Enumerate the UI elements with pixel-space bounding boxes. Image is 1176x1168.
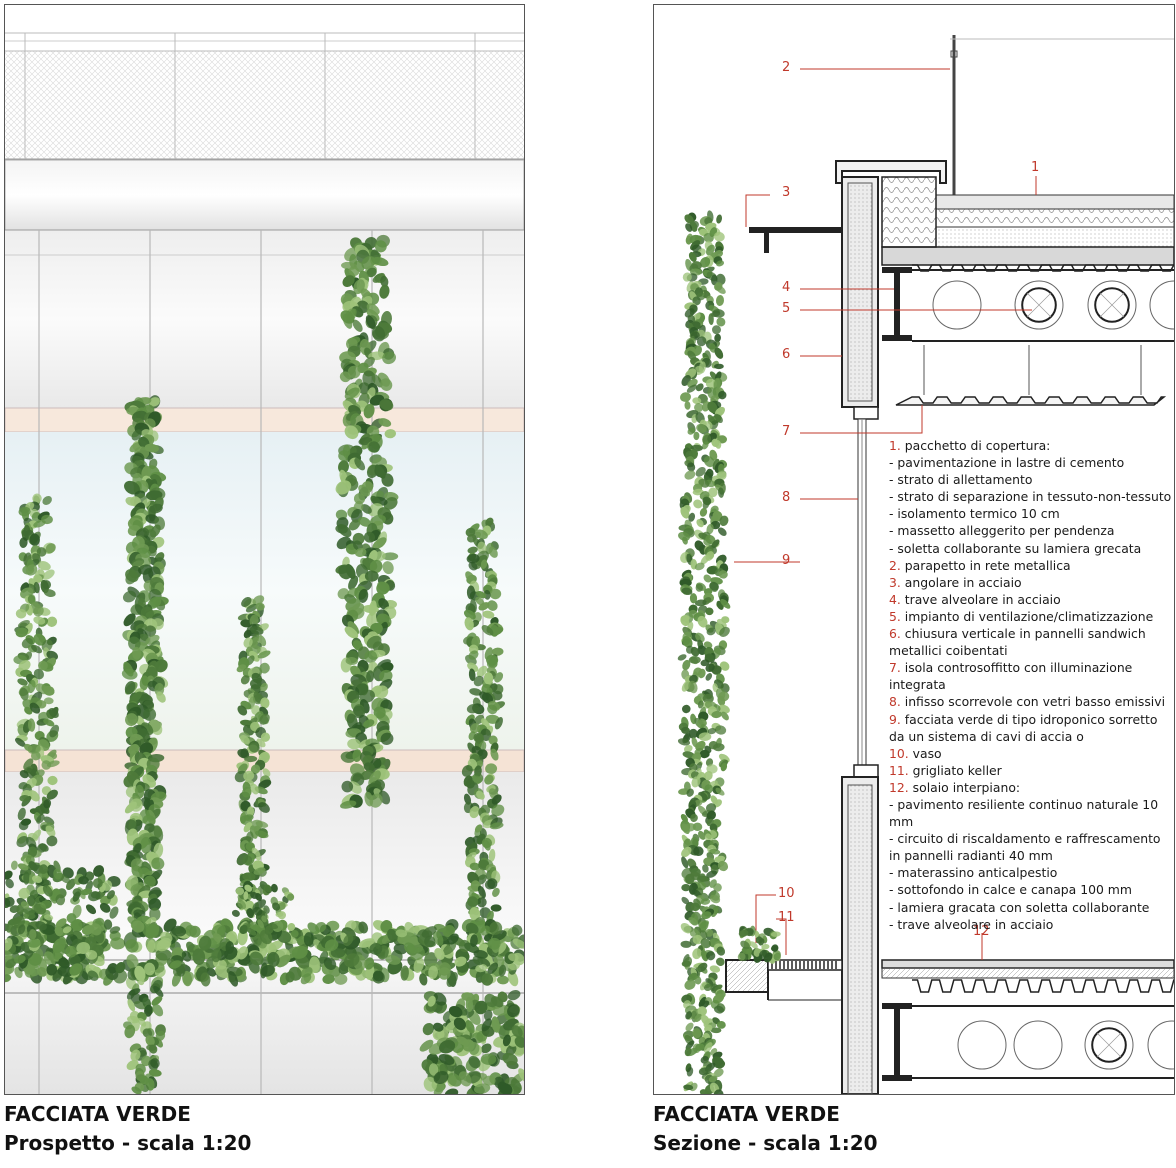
legend-item-number: 2.	[889, 557, 905, 573]
section-caption: FACCIATA VERDE Sezione - scala 1:20	[653, 1100, 878, 1158]
legend-item-text: impianto di ventilazione/climatizzazione	[904, 608, 1154, 624]
legend-item: 12. solaio interpiano:	[889, 779, 1173, 796]
legend-item-text: trave alveolare in acciaio	[904, 591, 1061, 607]
legend-item-text: parapetto in rete metallica	[904, 557, 1071, 573]
legend-item-number: 9.	[889, 711, 905, 727]
callout-12: 12	[973, 924, 990, 939]
callout-4: 4	[782, 280, 791, 295]
legend-item: - sottofondo in calce e canapa 100 mm	[889, 881, 1173, 898]
legend-item-number: 1.	[889, 438, 905, 453]
elevation-subtitle: Prospetto - scala 1:20	[4, 1131, 252, 1155]
legend-item-text: - soletta collaborante su lamiera grecat…	[889, 540, 1142, 556]
legend-item: 1. pacchetto di copertura:	[889, 437, 1173, 454]
callout-1: 1	[1031, 160, 1040, 175]
legend-item-number: 4.	[889, 591, 905, 607]
legend-item: - lamiera gracata con soletta collaboran…	[889, 899, 1173, 916]
callout-8: 8	[782, 490, 791, 505]
legend-item: 2. parapetto in rete metallica	[889, 557, 1173, 574]
legend-item: - soletta collaborante su lamiera grecat…	[889, 540, 1173, 557]
legend-item: - pavimento resiliente continuo naturale…	[889, 796, 1173, 830]
section-subtitle: Sezione - scala 1:20	[653, 1131, 878, 1155]
section-climbing-plant	[677, 210, 781, 1094]
callout-5: 5	[782, 301, 791, 316]
elevation-caption: FACCIATA VERDE Prospetto - scala 1:20	[4, 1100, 251, 1158]
legend-item-number: 11.	[889, 762, 913, 778]
elevation-svg	[5, 5, 524, 1094]
legend-item: - massetto alleggerito per pendenza	[889, 522, 1173, 539]
elevation-drawing	[4, 4, 525, 1095]
legend-item-text: - pavimento resiliente continuo naturale…	[889, 796, 1159, 830]
legend-item: - strato di allettamento	[889, 471, 1173, 488]
legend-item: - trave alveolare in acciaio	[889, 916, 1173, 933]
legend-item-number: 10.	[889, 745, 913, 761]
legend-item: - strato di separazione in tessuto-non-t…	[889, 488, 1173, 505]
callout-2: 2	[782, 60, 791, 75]
legend-item-text: - materassino anticalpestio	[889, 865, 1058, 881]
legend-item-text: angolare in acciaio	[904, 574, 1022, 590]
legend-item: 7. isola controsoffitto con illuminazion…	[889, 659, 1173, 693]
callout-3: 3	[782, 185, 791, 200]
legend-item-text: - massetto alleggerito per pendenza	[889, 523, 1115, 539]
legend-item: - isolamento termico 10 cm	[889, 505, 1173, 522]
legend-item: 4. trave alveolare in acciaio	[889, 591, 1173, 608]
legend-item-text: solaio interpiano:	[912, 779, 1021, 795]
legend-item: - materassino anticalpestio	[889, 864, 1173, 881]
callout-7: 7	[782, 424, 791, 439]
legend-item: 3. angolare in acciaio	[889, 574, 1173, 591]
section-title: FACCIATA VERDE	[653, 1102, 840, 1126]
legend-item: 10. vaso	[889, 745, 1173, 762]
legend-item-text: - trave alveolare in acciaio	[889, 916, 1054, 932]
legend-item-number: 6.	[889, 626, 905, 642]
legend-item: 5. impianto di ventilazione/climatizzazi…	[889, 608, 1173, 625]
legend-item-text: - circuito di riscaldamento e raffrescam…	[889, 831, 1161, 864]
legend-item: 9. facciata verde di tipo idroponico sor…	[889, 711, 1173, 745]
legend-item-text: infisso scorrevole con vetri basso emiss…	[904, 694, 1166, 710]
legend-item-text: facciata verde di tipo idroponico sorret…	[889, 711, 1158, 744]
legend-item-number: 7.	[889, 660, 905, 676]
legend-item-text: - pavimentazione in lastre di cemento	[889, 455, 1125, 471]
legend-item-number: 5.	[889, 608, 905, 624]
legend-item-number: 12.	[889, 779, 913, 795]
legend-item: 11. grigliato keller	[889, 762, 1173, 779]
section-svg	[677, 35, 1174, 1094]
legend-item: - circuito di riscaldamento e raffrescam…	[889, 830, 1173, 864]
legend-item-number: 3.	[889, 574, 905, 590]
legend-item-text: vaso	[912, 745, 942, 761]
legend-item: - pavimentazione in lastre di cemento	[889, 454, 1173, 471]
callout-9: 9	[782, 553, 791, 568]
legend-item-text: pacchetto di copertura:	[904, 438, 1051, 453]
legend-item-text: - strato di allettamento	[889, 472, 1033, 488]
elevation-title: FACCIATA VERDE	[4, 1102, 191, 1126]
section-legend: 1. pacchetto di copertura:- pavimentazio…	[889, 437, 1173, 933]
callout-6: 6	[782, 347, 791, 362]
legend-item-text: - sottofondo in calce e canapa 100 mm	[889, 882, 1132, 898]
legend-item: 8. infisso scorrevole con vetri basso em…	[889, 693, 1173, 710]
legend-item-text: grigliato keller	[912, 762, 1002, 778]
legend-item-text: - isolamento termico 10 cm	[889, 506, 1060, 522]
legend-item: 6. chiusura verticale in pannelli sandwi…	[889, 625, 1173, 659]
legend-item-text: - strato di separazione in tessuto-non-t…	[889, 489, 1172, 505]
legend-item-number: 8.	[889, 694, 905, 710]
climbing-plants	[5, 234, 524, 1094]
section-drawing	[653, 4, 1175, 1095]
callout-10: 10	[778, 886, 795, 901]
callout-11: 11	[778, 910, 795, 925]
legend-item-text: - lamiera gracata con soletta collaboran…	[889, 899, 1150, 915]
legend-item-text: isola controsoffitto con illuminazione i…	[889, 660, 1133, 693]
legend-item-text: chiusura verticale in pannelli sandwich …	[889, 626, 1146, 659]
